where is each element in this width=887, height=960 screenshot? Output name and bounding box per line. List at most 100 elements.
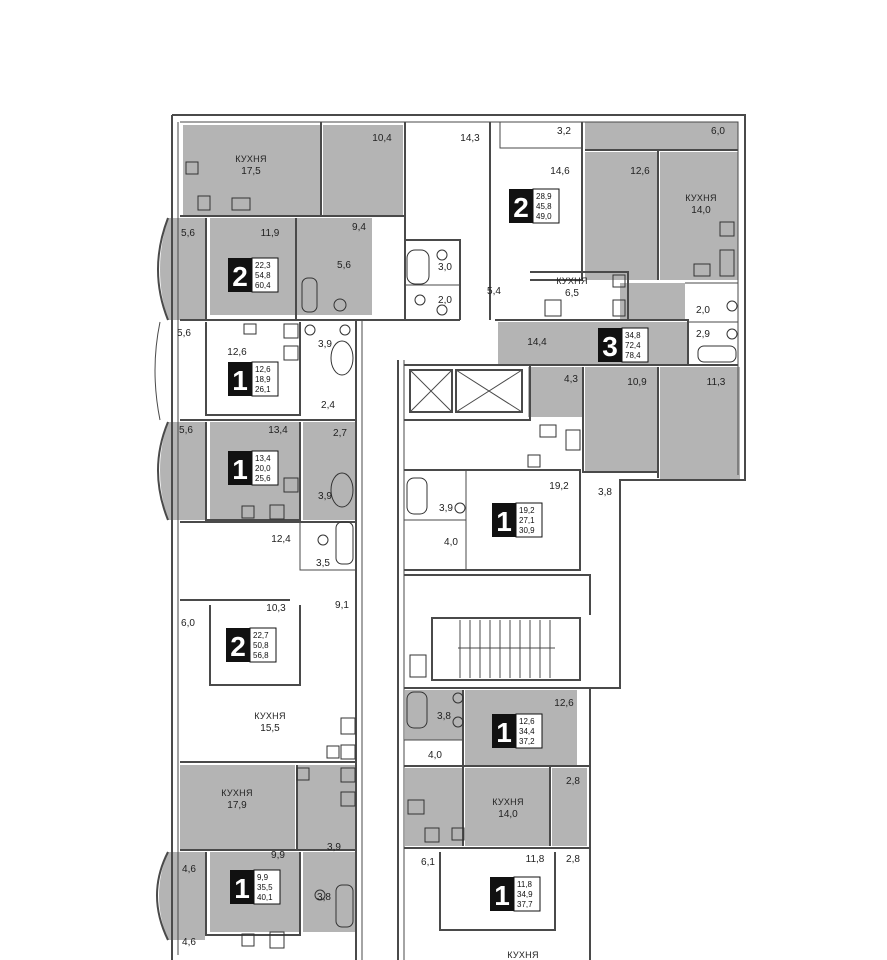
room-fill [405, 690, 463, 740]
vent-icon [241, 933, 255, 947]
washbasin-icon [436, 249, 448, 261]
kitchen-title: КУХНЯ [556, 276, 588, 286]
washbasin-icon [452, 692, 464, 704]
apartment-living-area: 12,6 [255, 365, 271, 374]
room-fill [183, 125, 320, 215]
apartment-rooms-badge [492, 714, 516, 748]
fixtures [185, 161, 738, 949]
apartment-area-box [251, 257, 279, 293]
partition [499, 122, 582, 149]
room-fill [298, 765, 356, 850]
vent-icon [296, 767, 310, 781]
partition [582, 367, 658, 473]
partition [685, 282, 739, 365]
stove-icon [340, 744, 356, 760]
apartment-room-count: 1 [496, 717, 512, 748]
partition [530, 271, 629, 320]
walls [154, 114, 746, 960]
room-area: 5,6 [337, 260, 351, 271]
room-area: 5,6 [177, 328, 191, 339]
balcony-fill [160, 422, 205, 520]
kitchen-title: КУХНЯ [254, 711, 286, 721]
balcony-wall [157, 217, 169, 321]
stove-icon [612, 299, 626, 317]
vent-icon [243, 323, 257, 335]
apartment-total-area: 20,0 [255, 464, 271, 473]
bathtub-icon [697, 345, 737, 363]
partition [205, 322, 301, 416]
apartment-living-area: 9,9 [257, 873, 269, 882]
room-area: 2,0 [696, 305, 710, 316]
room-fill [498, 322, 688, 364]
balcony-wall [154, 321, 161, 421]
room-area: 11,3 [707, 377, 726, 388]
apartment-total-area: 18,9 [255, 375, 271, 384]
partition [439, 852, 556, 931]
core-wall [404, 364, 531, 421]
apartment-area-box [249, 627, 277, 663]
apartment-area-box [251, 361, 279, 397]
stove-icon [565, 429, 581, 451]
sink-icon [231, 197, 251, 211]
apartment-room-count: 1 [494, 880, 510, 911]
stairs-icon [431, 617, 581, 681]
room-area: 3,8 [598, 487, 612, 498]
room-fill [528, 367, 583, 417]
room-fills [159, 122, 740, 940]
kitchen-area: 14,0 [498, 809, 518, 820]
room-area: 3,5 [316, 558, 330, 569]
sink-icon [539, 424, 557, 438]
partition [299, 522, 356, 571]
room-area: 3,8 [317, 892, 331, 903]
room-fill [303, 422, 355, 520]
room-fill [465, 768, 550, 846]
elevator-icon [409, 369, 453, 413]
stove-icon [340, 767, 356, 783]
stove-icon [269, 504, 285, 520]
core-wall [404, 469, 581, 571]
bathtub-icon [406, 691, 428, 729]
sink-icon [693, 263, 711, 277]
balcony-fill [159, 852, 205, 940]
apartment-total-area: 54,8 [255, 271, 271, 280]
apartment-rooms-badge [492, 503, 516, 537]
sink-icon [407, 799, 425, 815]
apartment-area-box [532, 188, 560, 224]
apartment-total-area: 35,5 [257, 883, 273, 892]
stove-icon [283, 323, 299, 339]
apartment-living-area: 13,4 [255, 454, 271, 463]
sink-icon [283, 477, 299, 493]
room-area: 12,6 [630, 166, 650, 177]
room-area: 19,2 [549, 481, 569, 492]
toilet-icon [333, 298, 347, 312]
elevator-icon [455, 369, 523, 413]
room-fill [585, 152, 657, 280]
room-area: 9,1 [335, 600, 349, 611]
room-area: 6,1 [421, 857, 435, 868]
toilet-icon [339, 324, 351, 336]
room-area: 5,6 [179, 425, 193, 436]
apartment-room-count: 1 [234, 873, 250, 904]
washbasin-icon [726, 328, 738, 340]
apartment-area-box [253, 869, 281, 905]
apartment-total-area: 50,8 [253, 641, 269, 650]
washbasin-icon [409, 654, 427, 678]
apartment-living-area: 22,7 [253, 631, 269, 640]
core-wall [404, 574, 591, 615]
room-area: 10,3 [266, 603, 286, 614]
apartment-full-area: 25,6 [255, 474, 271, 483]
room-area: 2,4 [321, 400, 335, 411]
sink-icon [544, 299, 562, 317]
apartment-area-box [251, 450, 279, 486]
toilet-icon [314, 889, 326, 901]
partition [405, 239, 461, 320]
room-area: 5,6 [181, 228, 195, 239]
room-area: 3,9 [318, 491, 332, 502]
room-area: 10,9 [627, 377, 647, 388]
room-area: 4,0 [428, 750, 442, 761]
toilet-icon [452, 716, 464, 728]
apartment-total-area: 45,8 [536, 202, 552, 211]
partition [205, 422, 301, 521]
vent-icon [612, 274, 626, 288]
bathtub-icon [330, 340, 354, 376]
